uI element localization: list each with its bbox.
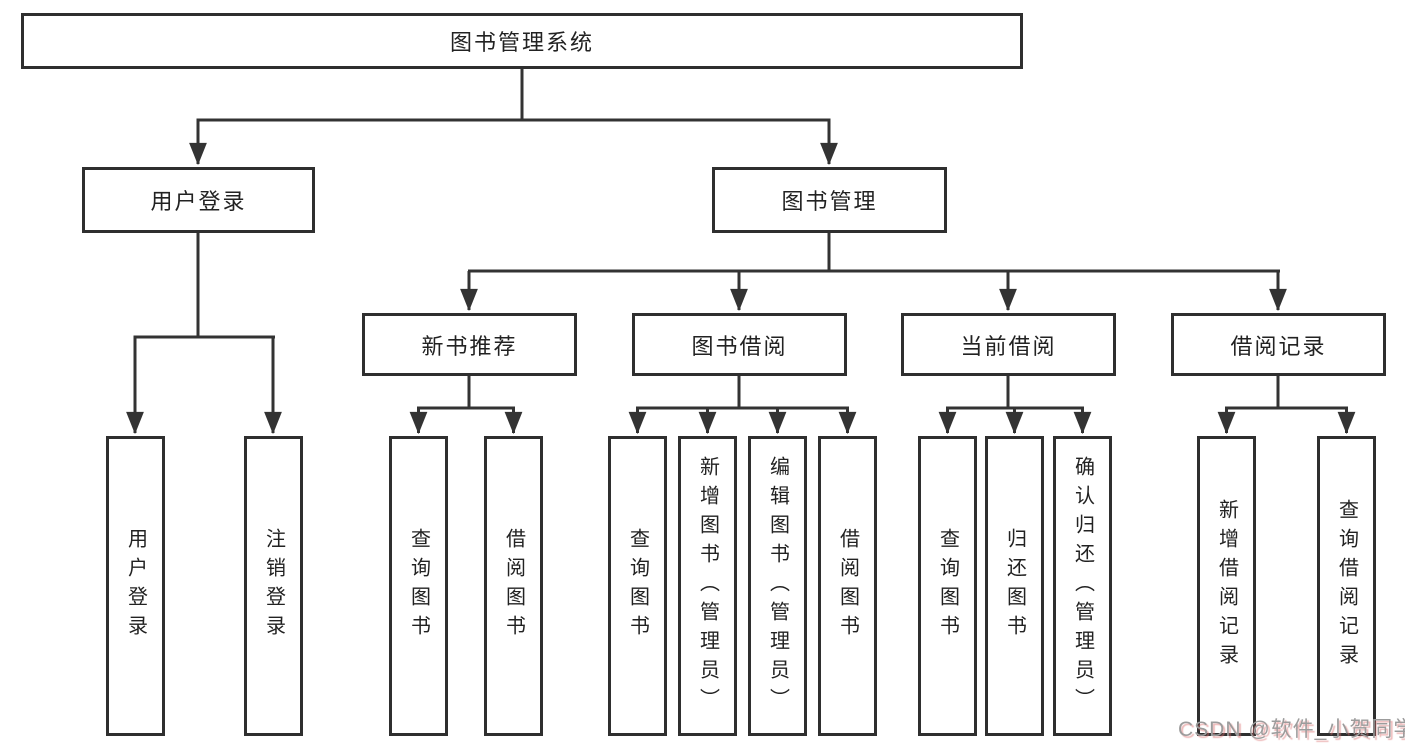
leaf-query-books-recommend: 查询图书 xyxy=(389,436,448,736)
leaf-user-login: 用户登录 xyxy=(106,436,165,736)
node-label: 借阅图书 xyxy=(502,528,525,644)
node-label: 新书推荐 xyxy=(421,333,518,359)
leaf-add-books-admin: 新增图书（管理员） xyxy=(678,436,737,736)
node-label: 查询图书 xyxy=(936,528,959,644)
node-new-book-recommendation: 新书推荐 xyxy=(362,313,577,376)
node-label: 查询图书 xyxy=(407,528,430,644)
node-label: 查询借阅记录 xyxy=(1335,499,1358,673)
node-label: 编辑图书（管理员） xyxy=(766,455,789,717)
connector-root-to-level2 xyxy=(189,69,838,166)
leaf-edit-books-admin: 编辑图书（管理员） xyxy=(748,436,807,736)
node-book-management: 图书管理 xyxy=(712,167,947,233)
node-label: 查询图书 xyxy=(626,528,649,644)
connector-bookborrow-to-leaves xyxy=(628,376,857,435)
leaf-borrow-books: 借阅图书 xyxy=(818,436,877,736)
node-label: 图书管理 xyxy=(781,189,878,214)
node-book-borrowing: 图书借阅 xyxy=(632,313,847,376)
node-label: 新增图书（管理员） xyxy=(696,455,719,717)
node-label: 借阅记录 xyxy=(1230,333,1327,359)
node-label: 图书借阅 xyxy=(691,333,788,359)
node-label: 确认归还（管理员） xyxy=(1071,455,1094,717)
node-label: 注销登录 xyxy=(262,528,285,644)
connector-bookmgmt-to-level3 xyxy=(460,233,1287,312)
node-label: 当前借阅 xyxy=(960,333,1057,359)
leaf-query-books-borrow: 查询图书 xyxy=(608,436,667,736)
node-label: 新增借阅记录 xyxy=(1215,499,1238,673)
leaf-add-borrow-record: 新增借阅记录 xyxy=(1197,436,1256,736)
leaf-confirm-return-admin: 确认归还（管理员） xyxy=(1053,436,1112,736)
node-label: 图书管理系统 xyxy=(449,30,594,55)
node-label: 用户登录 xyxy=(124,528,147,644)
node-library-management-system: 图书管理系统 xyxy=(21,13,1023,69)
node-user-login: 用户登录 xyxy=(82,167,315,233)
node-current-borrowing: 当前借阅 xyxy=(901,313,1116,376)
leaf-borrow-books-recommend: 借阅图书 xyxy=(484,436,543,736)
connector-userlogin-to-leaves xyxy=(126,233,282,435)
connector-currentborrow-to-leaves xyxy=(938,376,1092,435)
leaf-query-borrow-record: 查询借阅记录 xyxy=(1317,436,1376,736)
csdn-watermark: CSDN @软件_小贺同学 xyxy=(1178,718,1405,741)
connector-newbooks-to-leaves xyxy=(409,376,523,435)
node-label: 用户登录 xyxy=(150,189,247,214)
leaf-logout: 注销登录 xyxy=(244,436,303,736)
node-borrowing-records: 借阅记录 xyxy=(1171,313,1386,376)
leaf-query-books-current: 查询图书 xyxy=(918,436,977,736)
node-label: 借阅图书 xyxy=(836,528,859,644)
leaf-return-books: 归还图书 xyxy=(985,436,1044,736)
connector-borrowrecords-to-leaves xyxy=(1217,376,1356,435)
node-label: 归还图书 xyxy=(1003,528,1026,644)
